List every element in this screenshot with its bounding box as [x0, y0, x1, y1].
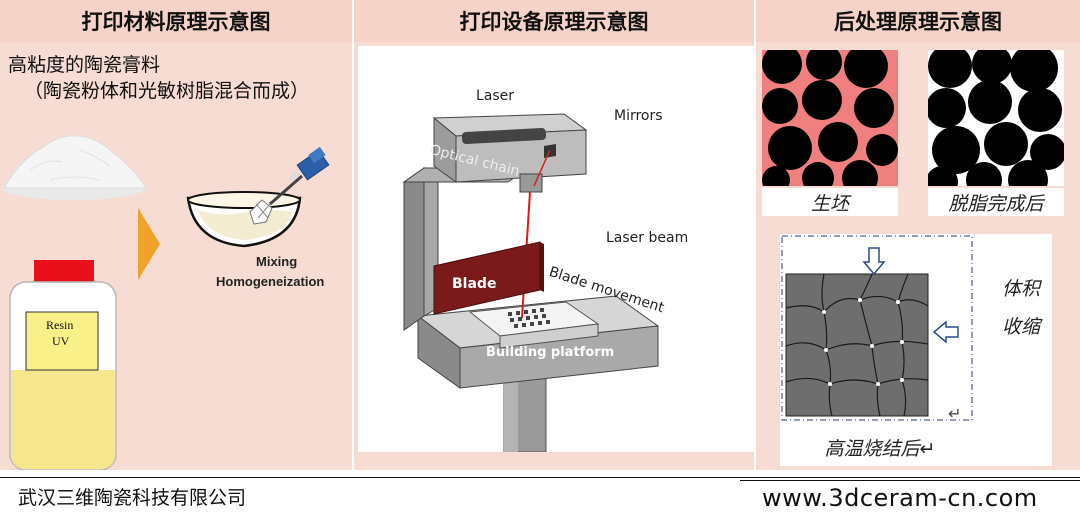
mixing-label: Mixing [256, 254, 298, 269]
uv-label: UV [52, 334, 70, 348]
ceramic-powder-icon [2, 135, 147, 200]
caption-debinded: 脱脂完成后 [928, 188, 1064, 216]
blade [433, 241, 544, 315]
printer-illustration [402, 113, 660, 452]
mixer-icon [269, 146, 330, 206]
caption-sintered: 高温烧结后↵ [824, 437, 936, 460]
label-laser-beam: Laser beam [606, 230, 689, 246]
label-laser: Laser [476, 88, 515, 104]
label-blade: Blade [452, 276, 497, 292]
material-illustration [2, 135, 330, 470]
slurry-title: 高粘度的陶瓷膏料 [8, 54, 161, 76]
debinded-image [928, 50, 1064, 186]
volume-shrink-line2: 收缩 [1002, 316, 1041, 338]
mixing-bowl-icon [186, 191, 302, 248]
resin-bottle-icon [9, 260, 117, 470]
homogeneization-label: Homogeneization [216, 274, 325, 289]
label-mirrors: Mirrors [614, 108, 663, 124]
shrink-arrow-left-icon [932, 320, 959, 344]
optical-box [432, 113, 588, 193]
building-platform [468, 301, 600, 349]
slurry-subtitle: （陶瓷粉体和光敏树脂混合而成） [24, 80, 310, 102]
label-building-platform: Building platform [486, 345, 615, 360]
caption-green-body: 生坯 [762, 188, 898, 216]
return-mark: ↵ [948, 404, 962, 423]
website-url[interactable]: www.3dceram-cn.com [762, 484, 1038, 512]
support-column [503, 375, 547, 452]
header-material: 打印材料原理示意图 [0, 0, 354, 42]
laser-path-top [533, 149, 551, 187]
grain-micrograph [785, 273, 929, 417]
shrink-arrow-down-icon [862, 247, 886, 276]
process-arrow-icon [138, 208, 160, 280]
header-equipment: 打印设备原理示意图 [354, 0, 756, 42]
resin-label: Resin [46, 318, 74, 332]
footer-divider [0, 477, 1080, 478]
volume-shrink-line1: 体积 [1002, 278, 1041, 300]
green-body-image [762, 50, 898, 186]
company-name: 武汉三维陶瓷科技有限公司 [18, 487, 247, 509]
footer-divider-2 [740, 480, 1080, 481]
header-postprocess: 后处理原理示意图 [756, 0, 1080, 42]
sintered-image [781, 235, 973, 421]
